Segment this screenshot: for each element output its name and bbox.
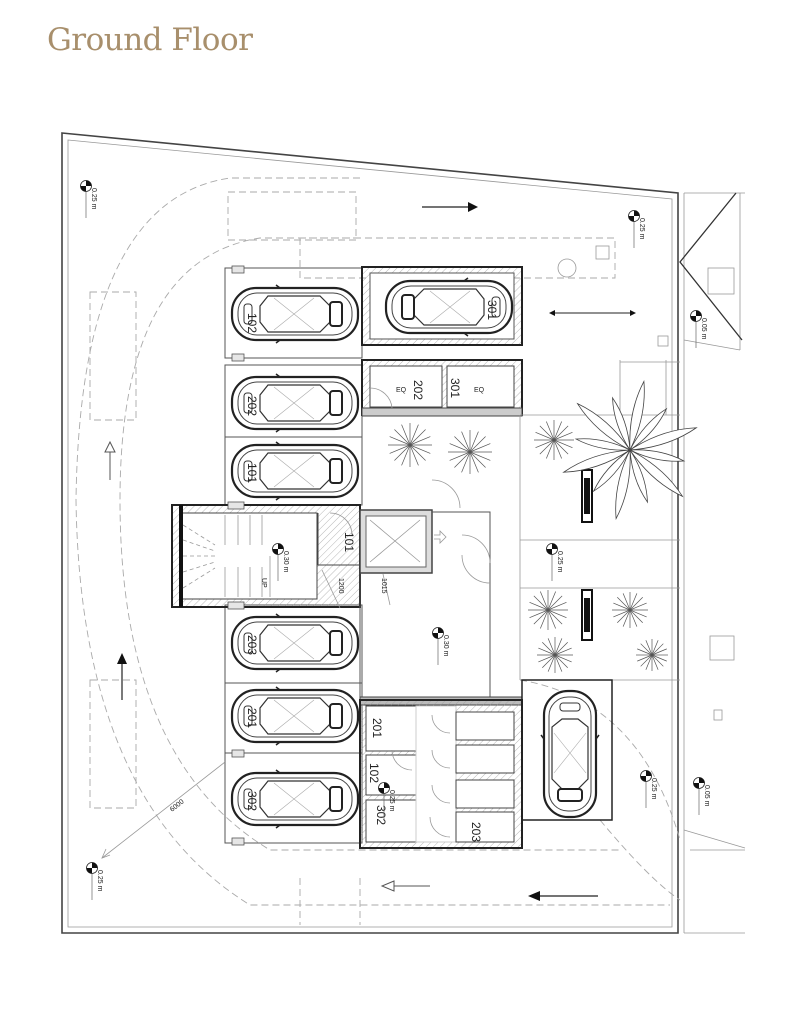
level-marker: 0.30 m: [432, 627, 449, 665]
storage-label: 202: [411, 380, 425, 400]
storage-label: 102: [367, 763, 381, 783]
level-marker: 0.25 m: [378, 782, 395, 820]
dimension-label: 1200: [337, 578, 344, 594]
level-marker-icon: [628, 210, 640, 222]
level-label: 0.05 m: [703, 785, 710, 807]
shrub-icon: [537, 637, 573, 673]
level-label: 0.30 m: [442, 635, 449, 657]
level-marker-icon: [640, 770, 652, 782]
arrow-right-icon: [422, 202, 478, 212]
storage-label: 201: [370, 718, 384, 738]
level-marker-icon: [272, 543, 284, 555]
arrow-left-outline-icon: [380, 880, 430, 892]
level-marker-icon: [546, 543, 558, 555]
bay-label: 302: [245, 791, 259, 811]
bay-label: 101: [245, 463, 259, 483]
level-marker: 0.25 m: [628, 210, 645, 248]
level-marker: 0.05 m: [690, 310, 707, 348]
dimension-label: 6000: [169, 798, 186, 813]
storage-label: 203: [469, 822, 483, 842]
eq-label: EQ: [396, 387, 407, 394]
level-marker: 0.25 m: [640, 770, 657, 808]
level-marker-icon: [86, 862, 98, 874]
shrub-icon: [534, 420, 574, 460]
garden: [388, 360, 698, 821]
room-label-101: 101: [342, 532, 356, 552]
shrub-icon: [528, 590, 568, 630]
bay-label: 102: [245, 313, 259, 333]
storage-top: 202 301 EQ EQ: [361, 359, 523, 417]
stair-core: UP 101 1200 1015: [171, 479, 523, 706]
level-label: 0.25 m: [96, 870, 103, 892]
level-marker-icon: [690, 310, 702, 322]
level-marker: 0.25 m: [80, 180, 97, 218]
storage-label: 302: [374, 805, 388, 825]
level-marker: 0.05 m: [693, 777, 710, 815]
shrub-icon: [636, 639, 668, 671]
level-marker-icon: [378, 782, 390, 794]
page-title: Ground Floor: [47, 22, 253, 58]
dimension-label: 1015: [380, 578, 387, 594]
shrub-icon: [388, 423, 432, 467]
storage-bottom: 201 102 302 203: [359, 699, 523, 849]
bay-label: 203: [245, 635, 259, 655]
level-marker: 0.30 m: [272, 543, 289, 581]
arrow-both-icon: [549, 310, 636, 316]
dimension-6000: 6000: [101, 761, 226, 859]
eq-label: EQ: [474, 387, 485, 394]
level-label: 0.25 m: [556, 551, 563, 573]
shrub-icon: [448, 430, 492, 474]
level-label: 0.25 m: [650, 778, 657, 800]
parking-labels: 102 202 101 203 201 302 301: [245, 300, 499, 811]
level-label: 0.25 m: [388, 790, 395, 812]
level-marker-icon: [80, 180, 92, 192]
level-label: 0.25 m: [638, 218, 645, 240]
stair-up-label: UP: [260, 578, 267, 588]
level-marker-icon: [432, 627, 444, 639]
level-label: 0.25 m: [90, 188, 97, 210]
traffic-arrows: [104, 202, 636, 901]
shrub-icon: [612, 592, 648, 628]
arrow-up-outline-icon: [104, 440, 116, 480]
lift-door-arrow-icon: [434, 530, 447, 544]
bay-label: 202: [245, 396, 259, 416]
bay-label: 201: [245, 708, 259, 728]
arrow-up-icon: [117, 653, 127, 700]
level-marker: 0.25 m: [546, 543, 563, 581]
driveway-guides: [75, 177, 681, 925]
roof-triangle: [679, 192, 743, 341]
lift-shaft: [369, 519, 421, 563]
level-markers: 0.25 m 0.25 m 0.05 m 0.30 m 0.30 m 0.25 m 0.25…: [80, 180, 710, 900]
level-label: 0.05 m: [700, 318, 707, 340]
storage-label: 301: [448, 378, 462, 398]
site-boundary: [61, 132, 746, 934]
level-marker-icon: [693, 777, 705, 789]
palm-tree-icon: [562, 379, 698, 521]
level-marker: 0.25 m: [86, 862, 103, 900]
arrow-left-icon: [528, 891, 598, 901]
bay-label: 301: [485, 300, 499, 320]
level-label: 0.30 m: [282, 551, 289, 573]
